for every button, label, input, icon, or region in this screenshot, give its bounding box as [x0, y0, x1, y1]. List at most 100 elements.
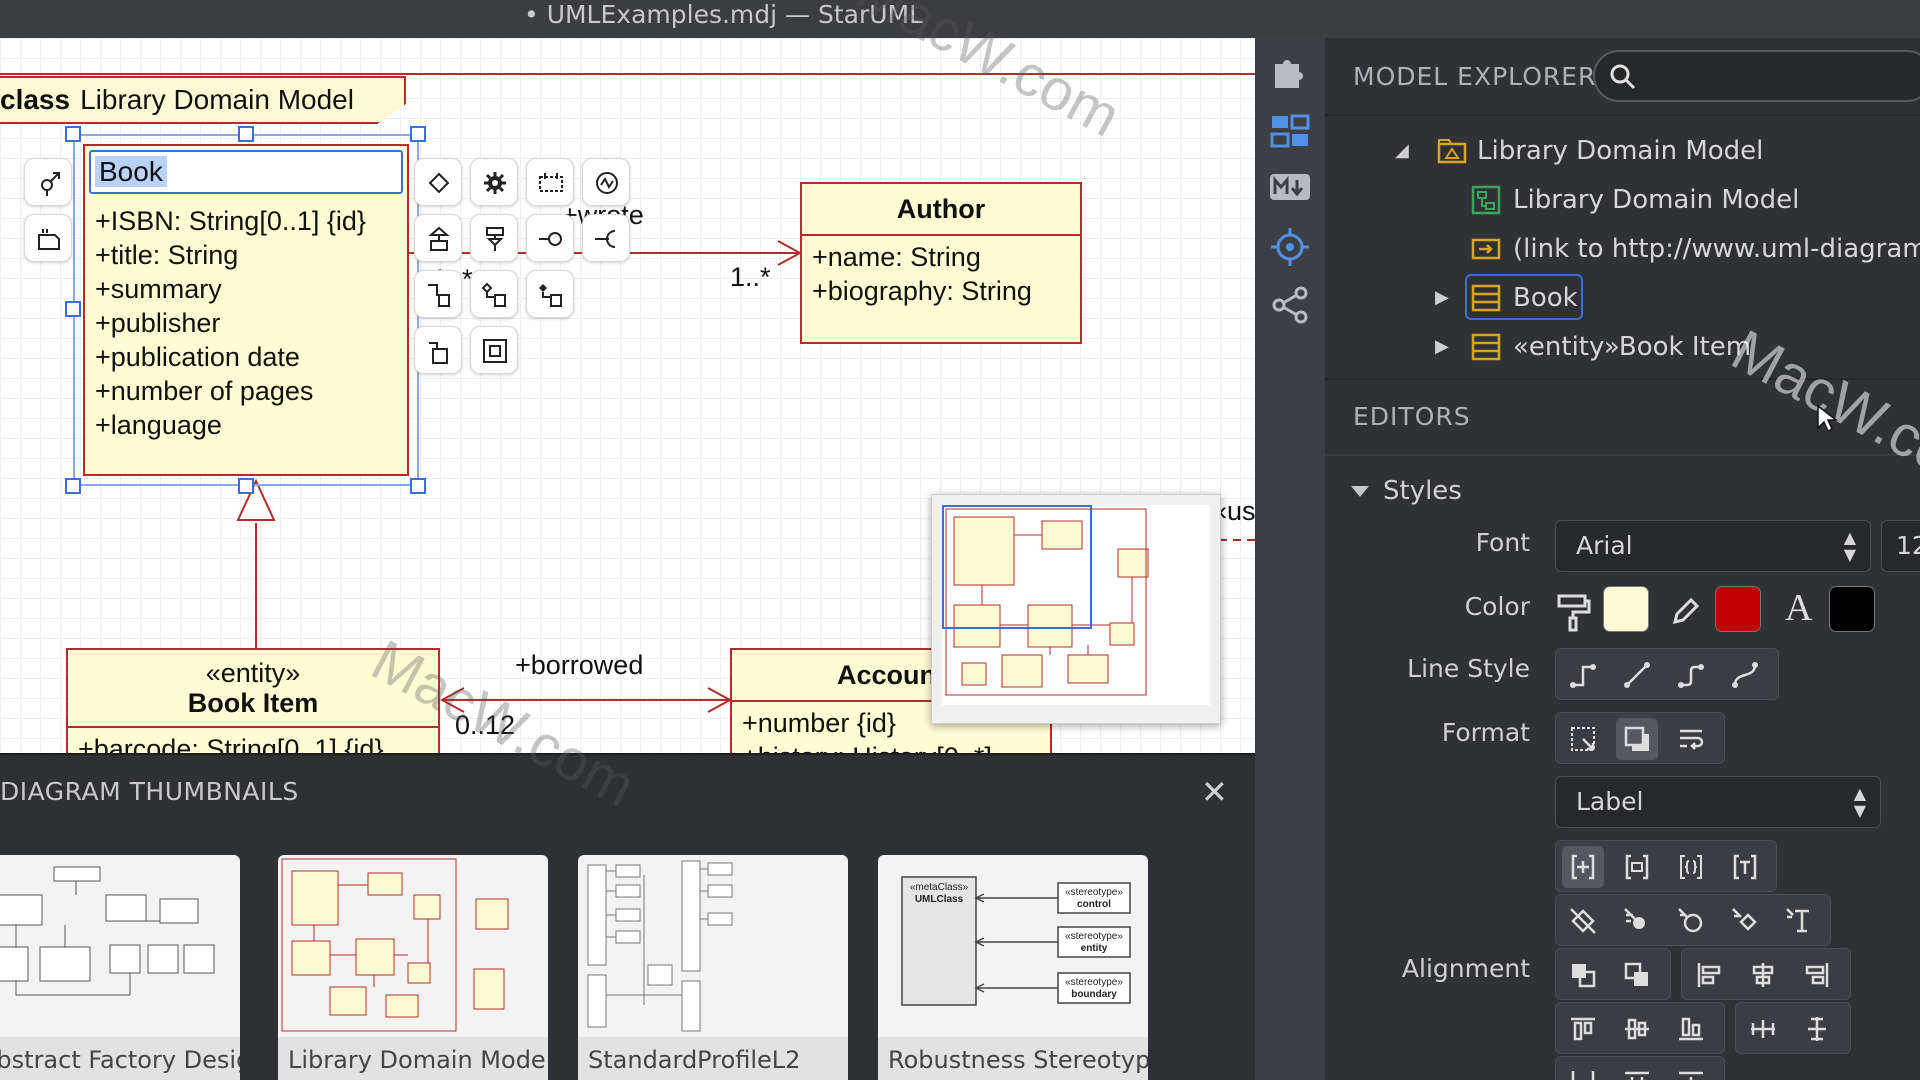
author-class[interactable]: Author +name: String +biography: String: [800, 182, 1082, 344]
add-composition-quick-button[interactable]: [526, 270, 574, 318]
suppress-literals-button[interactable]: [1724, 846, 1766, 888]
show-shadow-button[interactable]: [1616, 718, 1658, 760]
association-icon: [428, 284, 450, 307]
space-evenly-horizontal-button[interactable]: [1742, 1008, 1784, 1050]
align-bottom-button[interactable]: [1670, 1008, 1712, 1050]
thumbnail-abstract-factory[interactable]: Abstract Factory Design Pattern: [0, 855, 240, 1080]
generalization-triangle: [236, 478, 276, 521]
add-subclass-quick-button[interactable]: [470, 214, 518, 262]
same-height-button[interactable]: [1616, 1062, 1658, 1080]
thumbnail-library-domain-model[interactable]: Library Domain Model: [278, 855, 548, 1080]
align-right-icon: [1805, 963, 1829, 987]
bring-to-front-button[interactable]: [1562, 954, 1604, 996]
thumbnail-robustness-stereotypes[interactable]: «metaClass» UMLClass «stereotype» contro…: [878, 855, 1148, 1080]
class-icon: [1471, 333, 1501, 361]
dependency-icon: [429, 342, 448, 364]
expand-arrow-icon[interactable]: ▶: [1435, 336, 1449, 357]
align-center-button[interactable]: [1742, 954, 1784, 996]
resize-handle-se[interactable]: [410, 478, 426, 494]
collapse-arrow-icon[interactable]: ◢: [1395, 140, 1409, 161]
book-name-editor[interactable]: Book: [89, 150, 403, 194]
superclass-icon: [428, 226, 450, 251]
fill-color-swatch[interactable]: [1603, 586, 1649, 632]
line-style-rounded-button[interactable]: [1670, 654, 1712, 696]
space-evenly-vertical-button[interactable]: [1796, 1008, 1838, 1050]
resize-handle-n[interactable]: [238, 126, 254, 142]
navigator-crosshair-icon[interactable]: [1269, 226, 1311, 268]
tree-item-book-item[interactable]: ▶ «entity»Book Item: [1325, 324, 1920, 372]
tree-item-hyperlink[interactable]: (link to http://www.uml-diagrams.org/lib…: [1325, 226, 1920, 274]
caret-down-icon: [1351, 486, 1369, 497]
show-operation-signature-button[interactable]: [1616, 900, 1658, 942]
align-right-button[interactable]: [1796, 954, 1838, 996]
styles-section-toggle[interactable]: Styles: [1351, 476, 1462, 506]
same-size-button[interactable]: [1670, 1062, 1712, 1080]
resize-handle-w[interactable]: [65, 301, 81, 317]
visibility-quick-button[interactable]: [414, 158, 462, 206]
vertical-align-group: [1555, 1002, 1725, 1054]
add-superclass-quick-button[interactable]: [414, 214, 462, 262]
font-color-swatch[interactable]: [1829, 586, 1875, 632]
curve-line-icon: [1732, 662, 1758, 688]
resize-handle-nw[interactable]: [65, 126, 81, 142]
expand-arrow-icon[interactable]: ▶: [1435, 287, 1449, 308]
resize-handle-ne[interactable]: [410, 126, 426, 142]
resize-handle-sw[interactable]: [65, 478, 81, 494]
auto-resize-button[interactable]: [1562, 718, 1604, 760]
book-class[interactable]: Book +ISBN: String[0..1] {id} +title: St…: [83, 144, 409, 476]
add-aggregation-quick-button[interactable]: [470, 270, 518, 318]
tree-item-label: Library Domain Model: [1477, 136, 1764, 166]
book-name-text[interactable]: Book: [95, 156, 167, 187]
font-size-input[interactable]: 12: [1881, 520, 1920, 572]
align-top-button[interactable]: [1562, 1008, 1604, 1050]
show-properties-button[interactable]: [1670, 900, 1712, 942]
book-item-class[interactable]: «entity» Book Item +barcode: String[0..1…: [66, 648, 440, 753]
diagram-layout-icon[interactable]: [1269, 110, 1311, 152]
send-to-back-button[interactable]: [1616, 954, 1658, 996]
show-type-button[interactable]: [1778, 900, 1820, 942]
line-style-oblique-button[interactable]: [1616, 654, 1658, 696]
label-format-select[interactable]: Label ▲▼: [1555, 776, 1881, 828]
model-search-input[interactable]: [1593, 50, 1920, 102]
editors-title: EDITORS: [1353, 402, 1471, 431]
resize-handle-s[interactable]: [238, 478, 254, 494]
add-port-quick-button[interactable]: [24, 158, 72, 206]
align-middle-button[interactable]: [1616, 1008, 1658, 1050]
add-reception-quick-button[interactable]: [526, 158, 574, 206]
add-operation-quick-button[interactable]: [470, 158, 518, 206]
close-thumbnails-button[interactable]: ✕: [1201, 773, 1228, 811]
line-style-curve-button[interactable]: [1724, 654, 1766, 696]
line-color-swatch[interactable]: [1715, 586, 1761, 632]
extensions-puzzle-icon[interactable]: [1269, 50, 1311, 92]
diagram-minimap[interactable]: [931, 494, 1221, 724]
add-dependency-quick-button[interactable]: [414, 326, 462, 374]
thumbnail-standard-profile[interactable]: StandardProfileL2: [578, 855, 848, 1080]
markdown-icon[interactable]: [1269, 166, 1311, 208]
align-left-button[interactable]: [1688, 954, 1730, 996]
add-associated-class-quick-button[interactable]: [414, 270, 462, 318]
rounded-line-icon: [1678, 664, 1704, 688]
font-family-select[interactable]: Arial ▲▼: [1555, 520, 1871, 572]
tree-item-book[interactable]: ▶ Book: [1325, 275, 1920, 323]
align-center-icon: [1752, 963, 1774, 987]
add-required-interface-quick-button[interactable]: [582, 214, 630, 262]
font-label: Font: [1475, 528, 1530, 557]
tree-item-library-domain-diagram[interactable]: Library Domain Model: [1325, 177, 1920, 225]
suppress-attributes-button[interactable]: [1562, 846, 1604, 888]
add-nested-class-quick-button[interactable]: [470, 326, 518, 374]
suppress-operations-button[interactable]: [1616, 846, 1658, 888]
word-wrap-button[interactable]: [1670, 718, 1712, 760]
share-icon[interactable]: [1269, 284, 1311, 326]
suppress-receptions-button[interactable]: [1670, 846, 1712, 888]
add-provided-interface-quick-button[interactable]: [526, 214, 574, 262]
show-visibility-button[interactable]: [1562, 900, 1604, 942]
line-style-rectilinear-button[interactable]: [1562, 654, 1604, 696]
show-namespace-button[interactable]: [1724, 900, 1766, 942]
add-note-quick-button[interactable]: [24, 214, 72, 262]
tree-item-library-domain-package[interactable]: ◢ Library Domain Model: [1325, 128, 1920, 176]
add-template-quick-button[interactable]: [582, 158, 630, 206]
same-width-button[interactable]: [1562, 1062, 1604, 1080]
minimap-viewport[interactable]: [942, 505, 1092, 629]
